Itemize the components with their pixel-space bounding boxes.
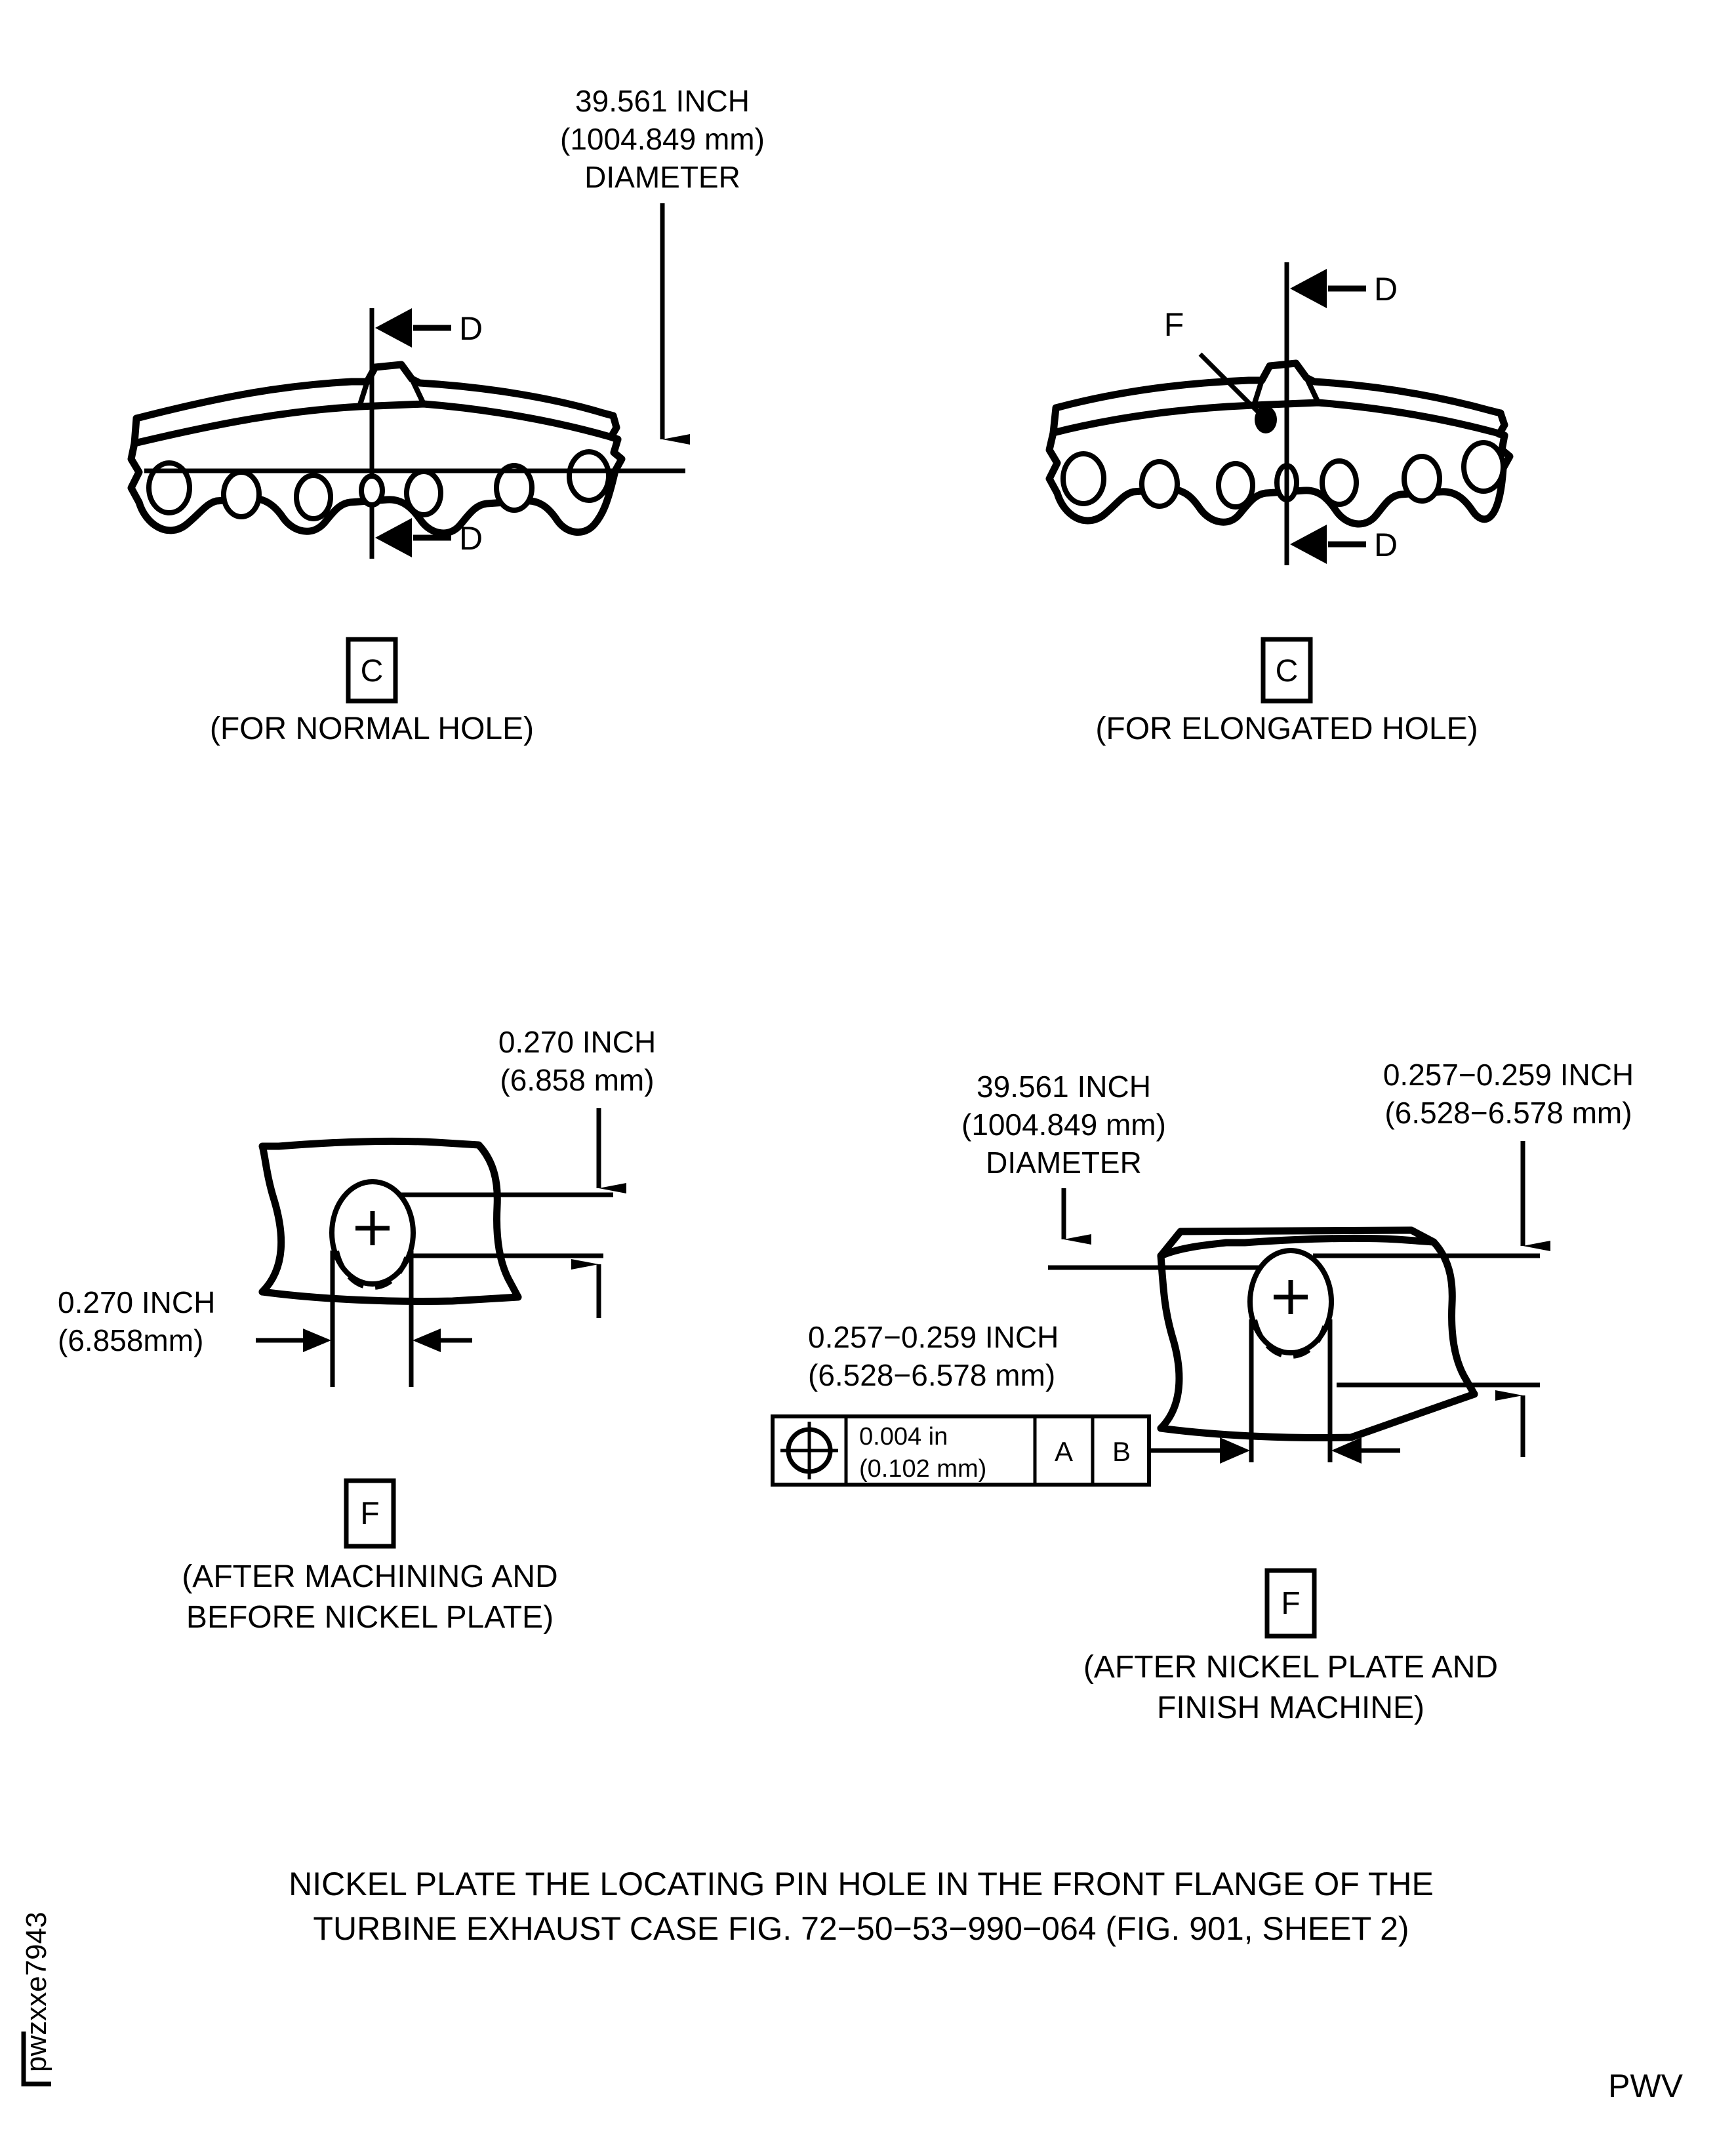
- section-arrow-d-top: [1290, 269, 1366, 308]
- view-detail-f-before-plate: 0.270 INCH (6.858 mm) 0.270 INCH (6.858m…: [58, 1025, 656, 1635]
- box-letter-f: F: [360, 1496, 379, 1531]
- dim-line1: 0.257−0.259 INCH: [1383, 1058, 1634, 1092]
- dim-line1: 39.561 INCH: [575, 84, 750, 118]
- dim-arrow-left: [413, 1329, 441, 1352]
- leader-dot-f: [1255, 406, 1277, 433]
- flange-hole: [1216, 461, 1255, 510]
- view-section-c-normal-hole: 39.561 INCH (1004.849 mm) DIAMETER D D: [127, 84, 765, 746]
- dim-line1: 0.270 INCH: [498, 1025, 656, 1059]
- caption-normal-hole: (FOR NORMAL HOLE): [210, 711, 534, 746]
- dim-arrow-left: [1331, 1437, 1362, 1464]
- callout-box-c-right: C: [1261, 637, 1313, 704]
- section-letter-d-bottom: D: [1374, 527, 1398, 563]
- flange-hole: [494, 463, 535, 513]
- dim-arrow-right: [303, 1329, 331, 1352]
- flange-profile-elongated: [1045, 262, 1514, 565]
- corner-id-text: pwzxxe7943: [20, 1912, 52, 2072]
- dim-arrow-right: [1220, 1437, 1250, 1464]
- callout-box-c-left: C: [346, 637, 398, 704]
- box-letter-f: F: [1281, 1586, 1300, 1621]
- sheet-corner-id: pwzxxe7943: [20, 1912, 52, 2087]
- view-detail-f-after-plate: 39.561 INCH (1004.849 mm) DIAMETER 0.257…: [771, 1058, 1634, 1725]
- fcf-tolerance-line2: (0.102 mm): [859, 1455, 986, 1483]
- corner-bracket-icon: [21, 2032, 51, 2087]
- flange-hole: [1461, 440, 1506, 494]
- caption-elongated-hole: (FOR ELONGATED HOLE): [1095, 711, 1478, 746]
- callout-box-f-right: F: [1264, 1568, 1317, 1639]
- fcf-datum-a: A: [1055, 1436, 1073, 1467]
- callout-box-f-left: F: [344, 1478, 396, 1549]
- dim-line3: DIAMETER: [584, 160, 740, 194]
- section-arrow-d-top: [375, 308, 451, 348]
- detail-body-before-plate: [258, 1137, 522, 1305]
- flange-hole: [1402, 454, 1442, 504]
- dimension-left-after-plate: 0.257−0.259 INCH (6.528−6.578 mm): [808, 1320, 1059, 1392]
- flange-hole: [567, 449, 611, 503]
- dim-line3: DIAMETER: [986, 1146, 1142, 1180]
- caption-line2: FINISH MACHINE): [1157, 1691, 1424, 1725]
- feature-control-frame: 0.004 in (0.102 mm) A B: [771, 1414, 1151, 1487]
- hidden-edge-arc: [334, 1250, 411, 1291]
- dim-line2: (6.528−6.578 mm): [808, 1358, 1055, 1392]
- note-line1: NICKEL PLATE THE LOCATING PIN HOLE IN TH…: [289, 1866, 1434, 1902]
- section-letter-d-top: D: [459, 310, 483, 347]
- dimension-top-before-plate: 0.270 INCH (6.858 mm): [498, 1025, 656, 1193]
- note-line2: TURBINE EXHAUST CASE FIG. 72−50−53−990−0…: [313, 1910, 1409, 1947]
- dim-line1: 39.561 INCH: [977, 1070, 1151, 1104]
- box-letter-c: C: [361, 654, 384, 689]
- hidden-edge-arc: [1252, 1319, 1329, 1359]
- section-arrow-d-bottom: [375, 518, 451, 557]
- flange-hole-center: [359, 473, 385, 508]
- position-symbol-icon: [780, 1422, 838, 1479]
- flange-hole: [1139, 459, 1180, 509]
- flange-hole: [404, 469, 443, 517]
- dimension-diameter-bottom-right: 39.561 INCH (1004.849 mm) DIAMETER: [961, 1070, 1166, 1245]
- fcf-datum-b: B: [1112, 1436, 1131, 1467]
- flange-hole: [146, 460, 192, 515]
- flange-hole: [221, 470, 262, 519]
- dim-line2: (6.528−6.578 mm): [1384, 1096, 1632, 1130]
- detail-body-after-plate: [1157, 1226, 1478, 1441]
- hole-detail-before-plate: [329, 1179, 416, 1291]
- caption-line1: (AFTER NICKEL PLATE AND: [1083, 1650, 1498, 1685]
- view-section-c-elongated-hole: D D F: [1045, 262, 1514, 746]
- dim-line2: (6.858 mm): [500, 1063, 654, 1097]
- dim-line2: (1004.849 mm): [961, 1108, 1166, 1142]
- section-letter-d-top: D: [1374, 271, 1398, 308]
- flange-hole: [294, 473, 333, 521]
- box-letter-c: C: [1276, 654, 1299, 689]
- dim-line1: 0.257−0.259 INCH: [808, 1320, 1059, 1354]
- leader-letter-f: F: [1164, 306, 1184, 343]
- dim-line2: (6.858mm): [58, 1323, 203, 1357]
- dim-line1: 0.270 INCH: [58, 1285, 215, 1319]
- fcf-tolerance-line1: 0.004 in: [859, 1423, 948, 1451]
- footer-code: PWV: [1608, 2068, 1684, 2104]
- caption-line1: (AFTER MACHINING AND: [182, 1559, 557, 1594]
- dim-line2: (1004.849 mm): [560, 122, 765, 156]
- dimension-left-before-plate: 0.270 INCH (6.858mm): [58, 1285, 472, 1357]
- flange-hole: [1060, 451, 1106, 506]
- dimension-top-right-after-plate: 0.257−0.259 INCH (6.528−6.578 mm): [1383, 1058, 1634, 1251]
- flange-hole: [1320, 458, 1359, 507]
- hole-detail-after-plate: [1247, 1248, 1334, 1359]
- section-arrow-d-bottom: [1290, 525, 1366, 564]
- dimension-diameter-top-left: 39.561 INCH (1004.849 mm) DIAMETER: [560, 84, 765, 445]
- dimension-arrows-after-plate: [1151, 1437, 1400, 1464]
- caption-line2: BEFORE NICKEL PLATE): [186, 1600, 554, 1635]
- flange-profile-normal: [127, 361, 685, 537]
- figure-note: NICKEL PLATE THE LOCATING PIN HOLE IN TH…: [289, 1866, 1434, 1947]
